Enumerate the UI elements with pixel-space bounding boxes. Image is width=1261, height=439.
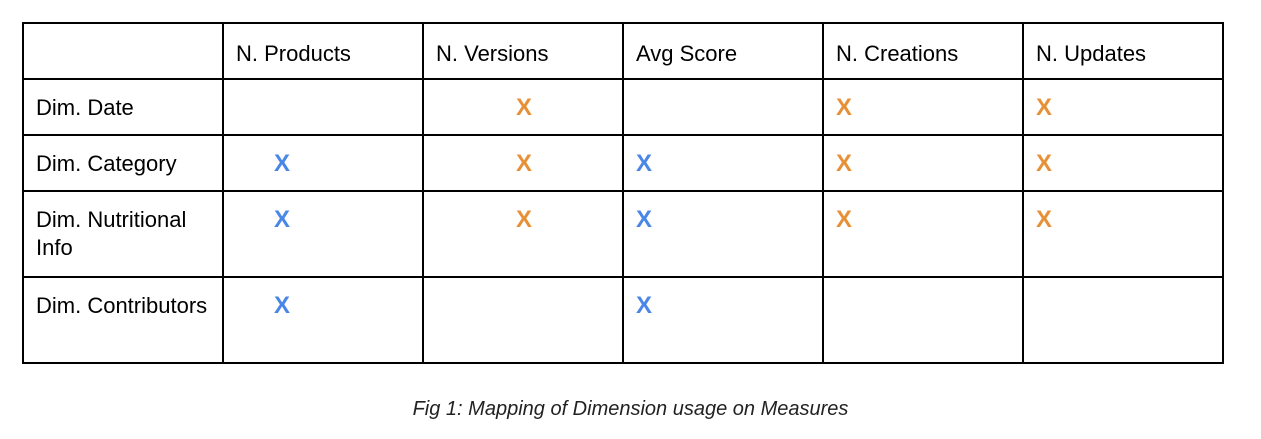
mark-cell: X xyxy=(222,190,424,278)
table-row: Dim. Category X X X X X xyxy=(22,134,1224,192)
mark-cell: X xyxy=(422,134,624,192)
mark-cell: X xyxy=(1022,134,1224,192)
table-row: Dim. Date X X X xyxy=(22,78,1224,136)
mark-cell xyxy=(622,78,824,136)
x-mark: X xyxy=(636,206,653,233)
mark-cell: X xyxy=(222,134,424,192)
x-mark: X xyxy=(836,206,853,233)
dimension-measure-matrix: N. Products N. Versions Avg Score N. Cre… xyxy=(22,22,1224,364)
corner-cell xyxy=(22,22,224,80)
table-row: Dim. Contributors X X xyxy=(22,276,1224,364)
figure-caption: Fig 1: Mapping of Dimension usage on Mea… xyxy=(412,398,849,420)
x-mark: X xyxy=(516,94,533,121)
x-mark: X xyxy=(836,94,853,121)
x-mark: X xyxy=(516,150,533,177)
column-header: Avg Score xyxy=(622,22,824,80)
column-header: N. Updates xyxy=(1022,22,1224,80)
mark-cell: X xyxy=(622,134,824,192)
x-mark: X xyxy=(274,292,291,319)
column-header: N. Products xyxy=(222,22,424,80)
x-mark: X xyxy=(274,206,291,233)
table-row: Dim. Nutritional Info X X X X X xyxy=(22,190,1224,278)
mark-cell: X xyxy=(1022,78,1224,136)
mark-cell: X xyxy=(422,190,624,278)
header-row: N. Products N. Versions Avg Score N. Cre… xyxy=(22,22,1224,80)
x-mark: X xyxy=(1036,206,1053,233)
mark-cell: X xyxy=(622,190,824,278)
x-mark: X xyxy=(636,150,653,177)
mark-cell: X xyxy=(822,134,1024,192)
row-label: Dim. Date xyxy=(22,78,224,136)
x-mark: X xyxy=(516,206,533,233)
mark-cell: X xyxy=(822,190,1024,278)
mark-cell xyxy=(222,78,424,136)
mark-cell: X xyxy=(1022,190,1224,278)
row-label: Dim. Contributors xyxy=(22,276,224,364)
mark-cell xyxy=(1022,276,1224,364)
mark-cell: X xyxy=(822,78,1024,136)
row-label: Dim. Nutritional Info xyxy=(22,190,224,278)
mark-cell xyxy=(822,276,1024,364)
x-mark: X xyxy=(636,292,653,319)
x-mark: X xyxy=(1036,150,1053,177)
x-mark: X xyxy=(274,150,291,177)
x-mark: X xyxy=(1036,94,1053,121)
mark-cell: X xyxy=(222,276,424,364)
row-label: Dim. Category xyxy=(22,134,224,192)
mark-cell: X xyxy=(422,78,624,136)
column-header: N. Versions xyxy=(422,22,624,80)
mark-cell xyxy=(422,276,624,364)
x-mark: X xyxy=(836,150,853,177)
mark-cell: X xyxy=(622,276,824,364)
column-header: N. Creations xyxy=(822,22,1024,80)
